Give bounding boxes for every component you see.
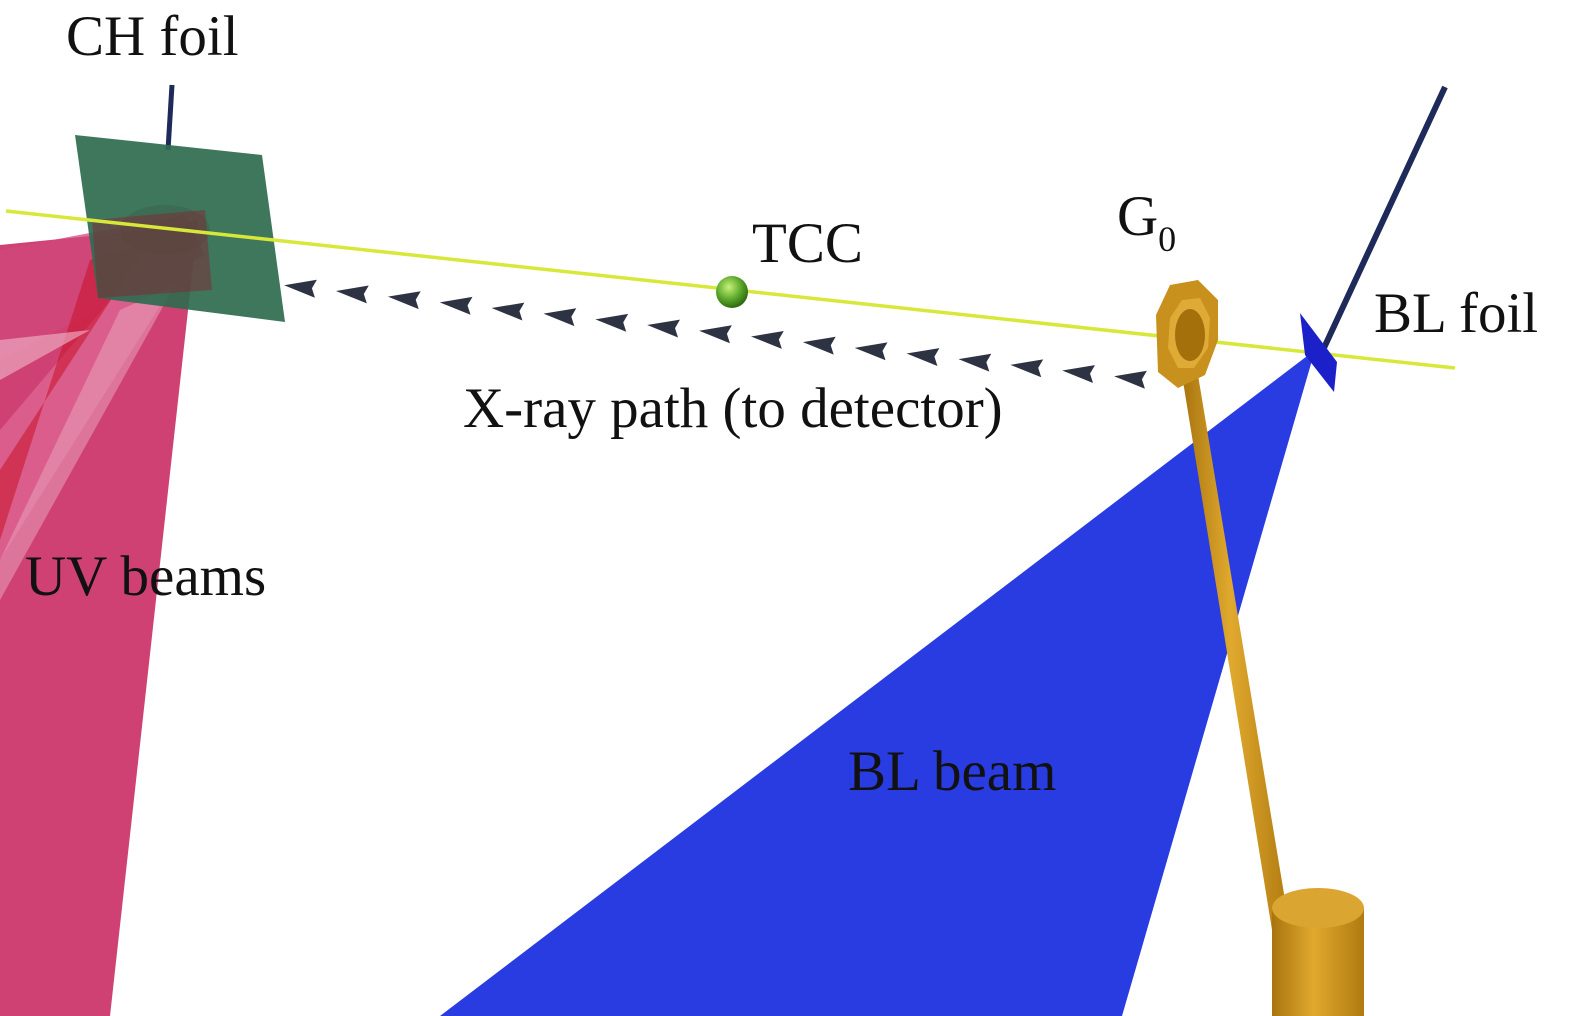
xray-path-marker [699,325,732,344]
label-bl-foil: BL foil [1374,282,1538,345]
xray-path-marker [595,313,629,332]
label-bl-beam: BL beam [848,740,1056,803]
g0-grid [1156,280,1218,388]
xray-path-marker [284,279,317,298]
bl-foil-stalk [1320,85,1448,352]
xray-path-marker [750,330,784,349]
xray-path-marker [647,319,680,338]
xray-path-marker [335,285,369,304]
xray-path-marker [387,291,421,310]
ch-foil-stalk [165,84,175,151]
xray-path-marker [543,308,577,327]
g0-stalk [1182,375,1290,930]
xray-path-marker [854,342,888,361]
label-g0: G0 [1117,185,1176,259]
label-g0-main: G [1117,185,1158,248]
xray-path-marker [1010,359,1044,378]
ch-foil-overlap [92,210,212,298]
bl-foil [1300,313,1337,392]
xray-path-marker [1062,365,1095,383]
xray-path-marker [491,302,525,321]
xray-path-marker [958,353,992,372]
xray-path-marker [1114,370,1147,389]
xray-path-marker [906,348,940,366]
uv-beam-band-3 [0,285,175,600]
label-uv-beams: UV beams [25,545,266,608]
label-ch-foil: CH foil [66,5,239,68]
xray-path-marker [439,296,473,315]
label-tcc: TCC [752,212,863,275]
uv-beam-band-4 [0,330,90,380]
g0-mount [1272,888,1364,1016]
g0-grid-hole [1175,309,1205,361]
uv-beams [0,205,210,1016]
xray-path-marker [802,336,836,355]
xray-path-markers [284,279,1147,389]
label-g0-subscript: 0 [1158,219,1176,259]
bl-beam [440,350,1315,1016]
label-xray-path: X-ray path (to detector) [463,377,1003,440]
tcc-sphere [716,276,748,308]
